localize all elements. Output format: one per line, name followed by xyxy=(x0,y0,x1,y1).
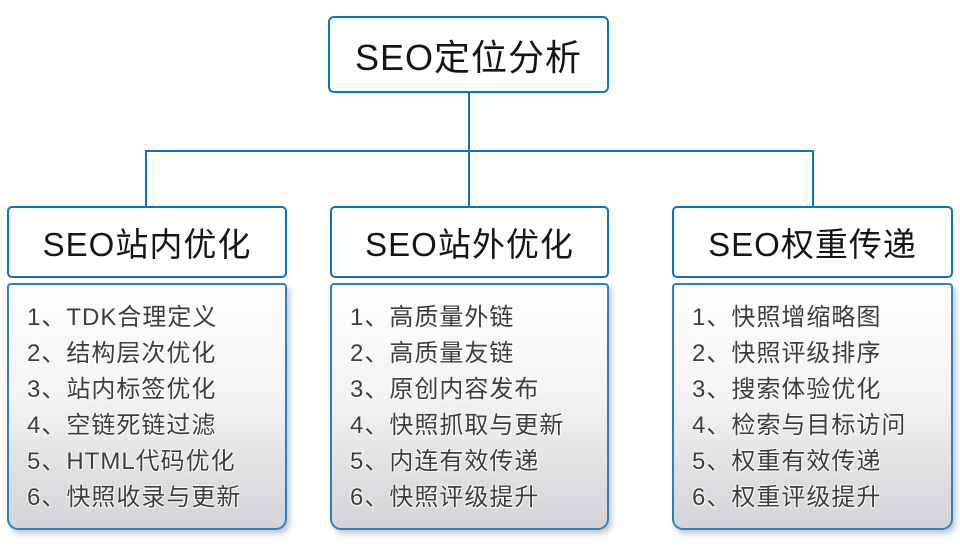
connector-drop-left xyxy=(145,150,147,207)
connector-drop-right xyxy=(812,150,814,207)
branch-offsite-optimization: SEO站外优化 1、高质量外链 2、高质量友链 3、原创内容发布 4、快照抓取与… xyxy=(330,206,609,530)
root-node-title: SEO定位分析 xyxy=(354,36,583,78)
list-item: 1、高质量外链 xyxy=(350,304,515,331)
list-item: 3、搜索体验优化 xyxy=(692,376,882,403)
connector-horizontal xyxy=(145,150,814,152)
list-item: 3、原创内容发布 xyxy=(350,376,540,403)
list-item: 2、快照评级排序 xyxy=(692,340,882,367)
branch-onsite-header: SEO站内优化 xyxy=(7,206,287,278)
list-item: 6、快照收录与更新 xyxy=(27,484,242,511)
list-item: 4、检索与目标访问 xyxy=(692,412,907,439)
list-item: 6、快照评级提升 xyxy=(350,484,540,511)
list-item: 4、空链死链过滤 xyxy=(27,412,217,439)
list-item: 1、快照增缩略图 xyxy=(692,304,882,331)
list-item: 5、HTML代码优化 xyxy=(27,448,236,475)
connector-root-stem xyxy=(468,93,470,152)
connector-drop-middle xyxy=(468,150,470,207)
branch-weight-list: 1、快照增缩略图 2、快照评级排序 3、搜索体验优化 4、检索与目标访问 5、权… xyxy=(672,283,953,530)
branch-offsite-list: 1、高质量外链 2、高质量友链 3、原创内容发布 4、快照抓取与更新 5、内连有… xyxy=(330,283,609,530)
list-item: 3、站内标签优化 xyxy=(27,376,217,403)
branch-onsite-list: 1、TDK合理定义 2、结构层次优化 3、站内标签优化 4、空链死链过滤 5、H… xyxy=(7,283,287,530)
list-item: 5、权重有效传递 xyxy=(692,448,882,475)
branch-offsite-title: SEO站外优化 xyxy=(365,226,574,263)
list-item: 5、内连有效传递 xyxy=(350,448,540,475)
root-node-seo-positioning: SEO定位分析 xyxy=(328,16,609,93)
branch-onsite-optimization: SEO站内优化 1、TDK合理定义 2、结构层次优化 3、站内标签优化 4、空链… xyxy=(7,206,287,530)
list-item: 2、结构层次优化 xyxy=(27,340,217,367)
branch-offsite-header: SEO站外优化 xyxy=(330,206,609,278)
list-item: 2、高质量友链 xyxy=(350,340,515,367)
list-item: 4、快照抓取与更新 xyxy=(350,412,565,439)
branch-weight-header: SEO权重传递 xyxy=(672,206,953,278)
branch-weight-transfer: SEO权重传递 1、快照增缩略图 2、快照评级排序 3、搜索体验优化 4、检索与… xyxy=(672,206,953,530)
list-item: 1、TDK合理定义 xyxy=(27,304,218,331)
list-item: 6、权重评级提升 xyxy=(692,484,882,511)
branch-onsite-title: SEO站内优化 xyxy=(42,226,252,263)
branch-weight-title: SEO权重传递 xyxy=(708,226,917,263)
